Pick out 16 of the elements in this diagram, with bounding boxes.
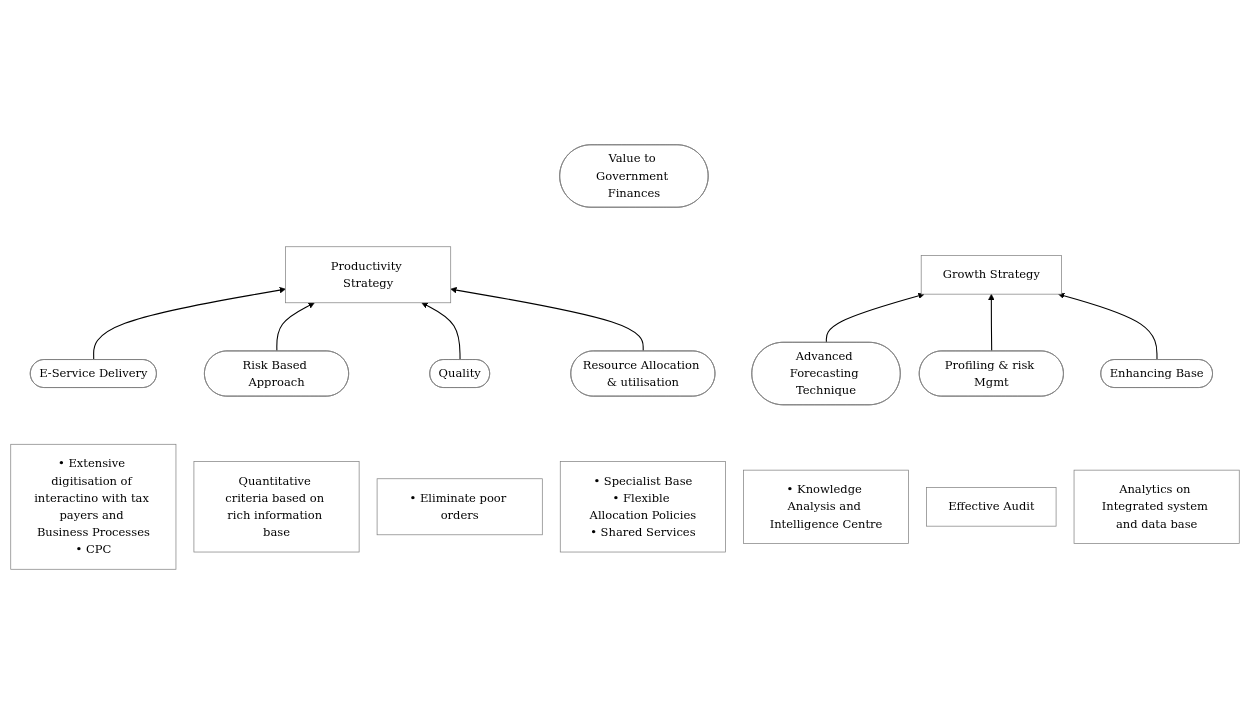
node-box: • Eliminate poor orders	[376, 478, 543, 536]
node-box: Growth Strategy	[920, 255, 1062, 295]
arrow	[421, 302, 461, 361]
node-box: • Extensive digitisation of interactino with tax payers and Business Processes • CPC	[10, 443, 177, 570]
node-box: • Knowledge Analysis and Intelligence Centre	[743, 469, 909, 544]
node-box: • Specialist Base • Flexible Allocation Policies • Shared Services	[559, 461, 726, 553]
arrow	[93, 286, 286, 361]
arrow	[988, 293, 995, 352]
arrow	[276, 302, 315, 352]
node-box: Productivity Strategy	[285, 246, 452, 304]
arrow	[825, 292, 925, 344]
arrow	[1058, 292, 1158, 361]
node-box: Analytics on Integrated system and data base	[1073, 469, 1240, 544]
node-box: Quantitative criteria based on rich information base	[193, 461, 360, 553]
arrow	[450, 286, 644, 352]
node-box: Effective Audit	[926, 487, 1057, 527]
